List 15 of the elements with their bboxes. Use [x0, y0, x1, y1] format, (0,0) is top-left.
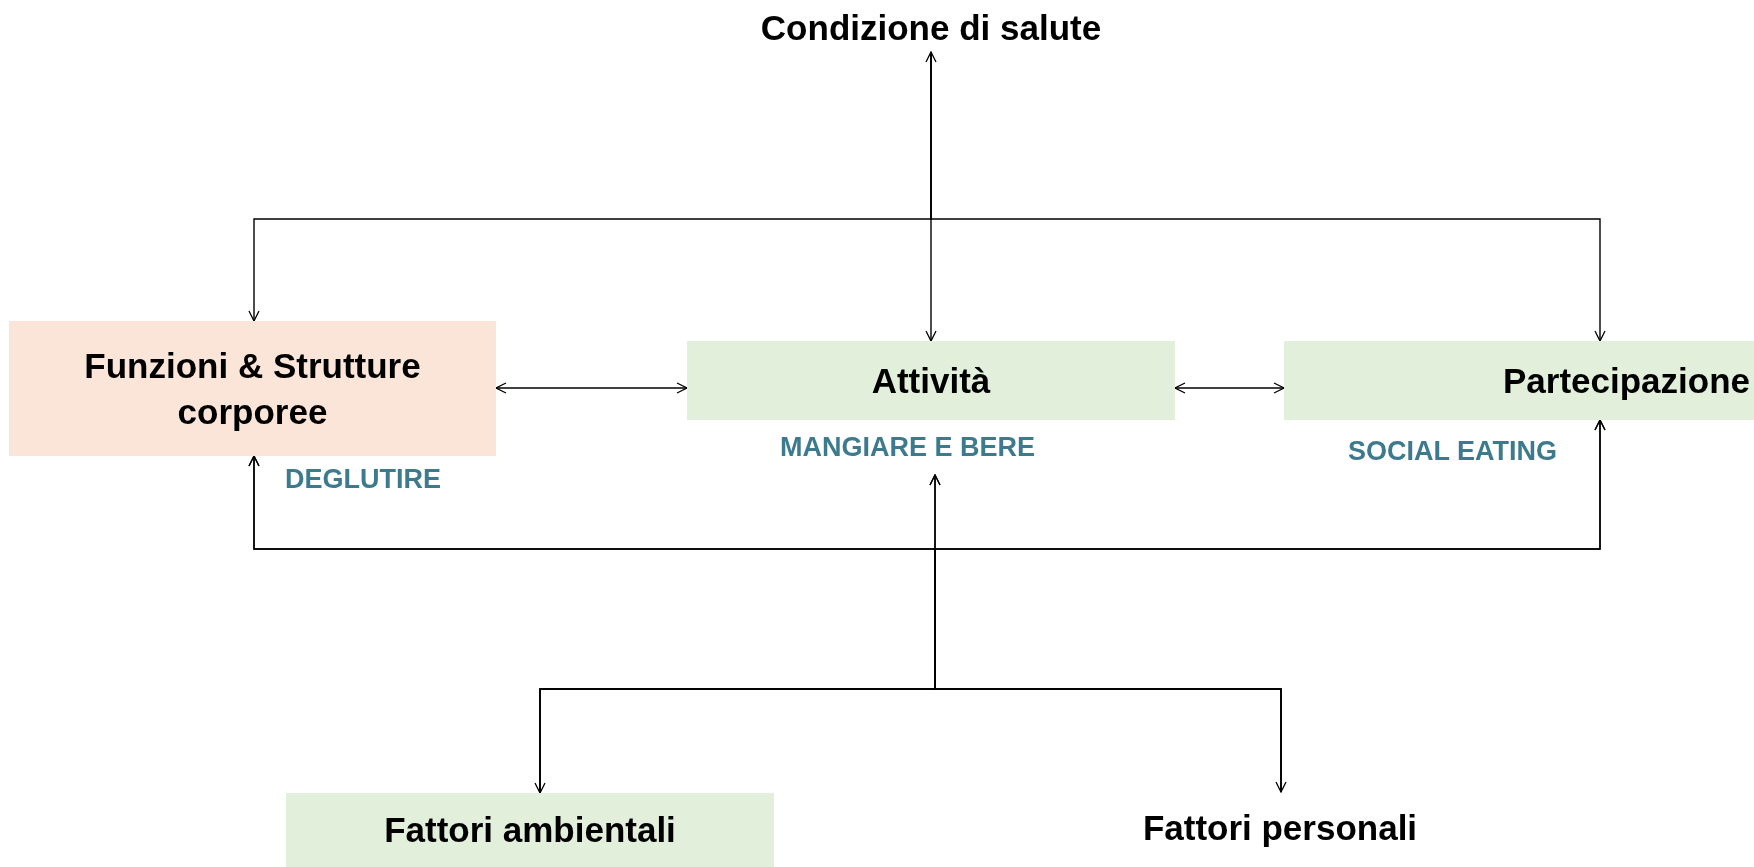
- arrow: [929, 474, 1287, 793]
- node-label: Fattori personali: [1090, 792, 1470, 864]
- arrow: [930, 51, 1606, 342]
- arrow: [495, 382, 688, 394]
- node-label: SOCIAL EATING: [1348, 438, 1557, 465]
- arrow: [925, 51, 937, 342]
- process-box: Fattori ambientali: [286, 793, 774, 867]
- arrow: [934, 419, 1606, 793]
- process-box: Funzioni & Strutture corporee: [9, 321, 496, 456]
- process-box: Attività: [687, 341, 1175, 420]
- node-label: Condizione di salute: [701, 4, 1161, 52]
- process-box: Partecipazione: [1284, 341, 1754, 420]
- node-label: DEGLUTIRE: [285, 466, 441, 493]
- arrow: [1174, 382, 1285, 394]
- node-label: MANGIARE E BERE: [780, 434, 1036, 461]
